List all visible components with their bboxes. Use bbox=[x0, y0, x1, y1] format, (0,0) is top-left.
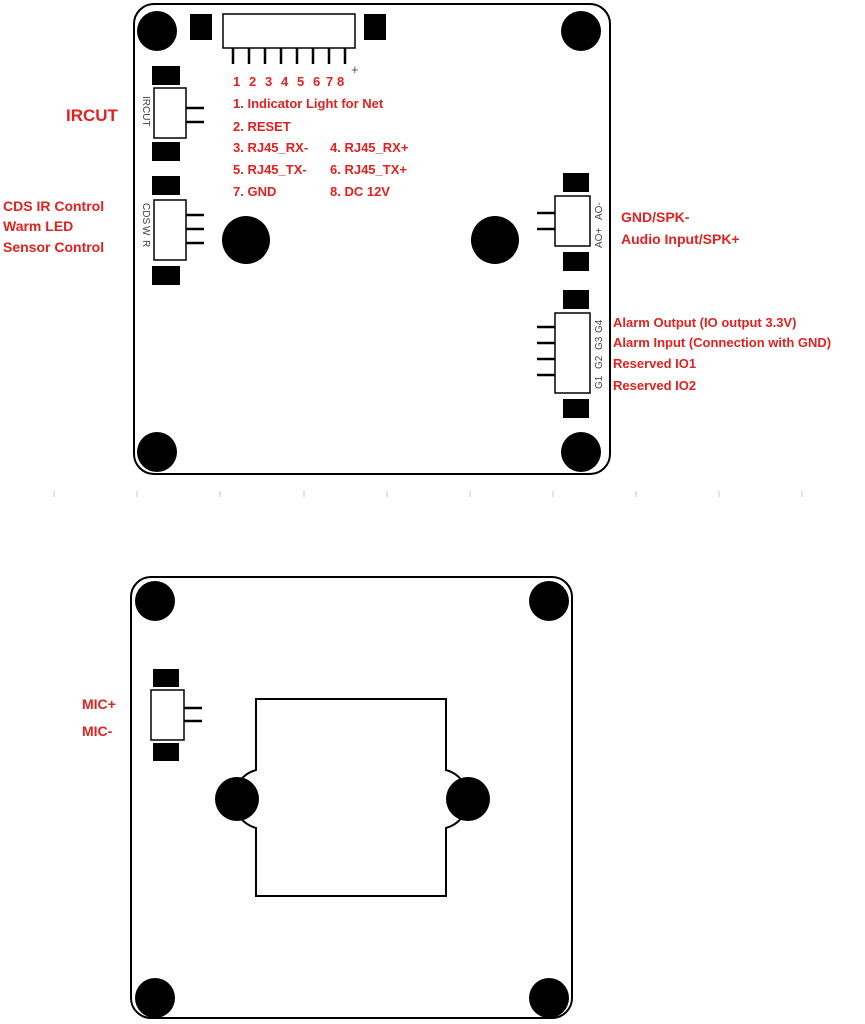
connector-body bbox=[153, 199, 187, 261]
cds-silkscreen: W bbox=[140, 226, 151, 236]
cds-label: Warm LED bbox=[3, 218, 73, 234]
cds-silkscreen: CDS bbox=[140, 203, 151, 224]
connector-pad bbox=[190, 14, 212, 40]
pin-number: 6 bbox=[313, 74, 320, 89]
audio-labels: GND/SPK- Audio Input/SPK+ bbox=[621, 209, 740, 247]
connector-body bbox=[554, 312, 591, 394]
connector-pad bbox=[563, 290, 589, 309]
io-silkscreen: G3 bbox=[594, 336, 605, 350]
connector-pad bbox=[152, 142, 180, 161]
bottom-board-outline bbox=[130, 576, 573, 1019]
audio-connector: AO- AO+ bbox=[537, 173, 605, 271]
mic-labels: MIC+ MIC- bbox=[82, 696, 116, 739]
mounting-hole bbox=[529, 978, 569, 1018]
connector-body bbox=[554, 195, 591, 247]
pin-number: 8 bbox=[337, 74, 344, 89]
cds-connector: CDS W R bbox=[140, 176, 204, 285]
io-labels: Alarm Output (IO output 3.3V) Alarm Inpu… bbox=[613, 315, 831, 393]
connector-pad bbox=[152, 66, 180, 85]
connector-body bbox=[222, 13, 356, 49]
pin-number: 2 bbox=[249, 74, 256, 89]
pin-legend-item: 5. RJ45_TX- bbox=[233, 162, 307, 177]
pin-legend-item: 1. Indicator Light for Net bbox=[233, 96, 384, 111]
ircut-silkscreen: IRCUT bbox=[140, 96, 151, 127]
ircut-label: IRCUT bbox=[66, 106, 119, 125]
mounting-hole bbox=[561, 432, 601, 472]
ircut-connector: IRCUT bbox=[140, 66, 204, 161]
pin-number: 7 bbox=[326, 74, 333, 89]
cds-silkscreen: R bbox=[140, 240, 151, 247]
lens-mount-outline bbox=[232, 698, 470, 897]
mounting-hole bbox=[135, 581, 175, 621]
pin-legend-item: 3. RJ45_RX- bbox=[233, 140, 308, 155]
main-connector: + bbox=[190, 13, 386, 77]
cds-label: Sensor Control bbox=[3, 239, 104, 255]
io-label: Alarm Output (IO output 3.3V) bbox=[613, 315, 796, 330]
pin-number: 4 bbox=[281, 74, 289, 89]
connector-pad bbox=[153, 669, 179, 687]
inner-hole bbox=[222, 216, 270, 264]
io-label: Alarm Input (Connection with GND) bbox=[613, 335, 831, 350]
pin-legend-item: 6. RJ45_TX+ bbox=[330, 162, 407, 177]
mounting-hole bbox=[137, 11, 177, 51]
plus-mark: + bbox=[351, 62, 359, 77]
connector-pad bbox=[563, 173, 589, 192]
pin-legend-item: 7. GND bbox=[233, 184, 276, 199]
audio-label: Audio Input/SPK+ bbox=[621, 231, 740, 247]
cds-label: CDS IR Control bbox=[3, 198, 104, 214]
connector-pad bbox=[563, 399, 589, 418]
io-connector: G4 G3 G2 G1 bbox=[537, 290, 605, 418]
io-silkscreen: G4 bbox=[594, 319, 605, 333]
separator-ticks bbox=[53, 491, 803, 497]
pin-legend-item: 4. RJ45_RX+ bbox=[330, 140, 409, 155]
connector-body bbox=[153, 87, 187, 139]
pin-number: 3 bbox=[265, 74, 272, 89]
pin-number: 1 bbox=[233, 74, 240, 89]
lens-mount bbox=[215, 698, 490, 897]
connector-body bbox=[150, 689, 185, 741]
mounting-hole bbox=[137, 432, 177, 472]
mic-connector bbox=[150, 669, 202, 761]
top-board: + 1 2 3 4 5 6 7 8 1. Indicator Light for… bbox=[3, 3, 831, 475]
connector-pad bbox=[364, 14, 386, 40]
mounting-hole bbox=[529, 581, 569, 621]
connector-pad bbox=[152, 176, 180, 195]
connector-pad bbox=[152, 266, 180, 285]
io-label: Reserved IO2 bbox=[613, 378, 696, 393]
audio-silkscreen: AO+ bbox=[594, 228, 605, 248]
mic-label: MIC+ bbox=[82, 696, 116, 712]
lens-mount-hole bbox=[215, 777, 259, 821]
pin-legend: 1. Indicator Light for Net 2. RESET 3. R… bbox=[233, 96, 409, 199]
pin-legend-item: 8. DC 12V bbox=[330, 184, 390, 199]
connector-pins bbox=[231, 48, 347, 64]
io-silkscreen: G1 bbox=[594, 375, 605, 389]
bottom-board: MIC+ MIC- bbox=[82, 576, 573, 1019]
io-label: Reserved IO1 bbox=[613, 356, 696, 371]
mounting-hole bbox=[135, 978, 175, 1018]
pin-number: 5 bbox=[297, 74, 304, 89]
pin-number-row: 1 2 3 4 5 6 7 8 bbox=[233, 74, 344, 89]
io-silkscreen: G2 bbox=[594, 355, 605, 369]
cds-labels: CDS IR Control Warm LED Sensor Control bbox=[3, 198, 104, 255]
audio-label: GND/SPK- bbox=[621, 209, 690, 225]
audio-silkscreen: AO- bbox=[594, 202, 605, 220]
inner-hole bbox=[471, 216, 519, 264]
mic-label: MIC- bbox=[82, 723, 113, 739]
top-board-outline bbox=[133, 3, 611, 475]
connector-pad bbox=[563, 252, 589, 271]
mounting-hole bbox=[561, 11, 601, 51]
connector-pad bbox=[153, 743, 179, 761]
lens-mount-hole bbox=[446, 777, 490, 821]
pin-legend-item: 2. RESET bbox=[233, 119, 291, 134]
